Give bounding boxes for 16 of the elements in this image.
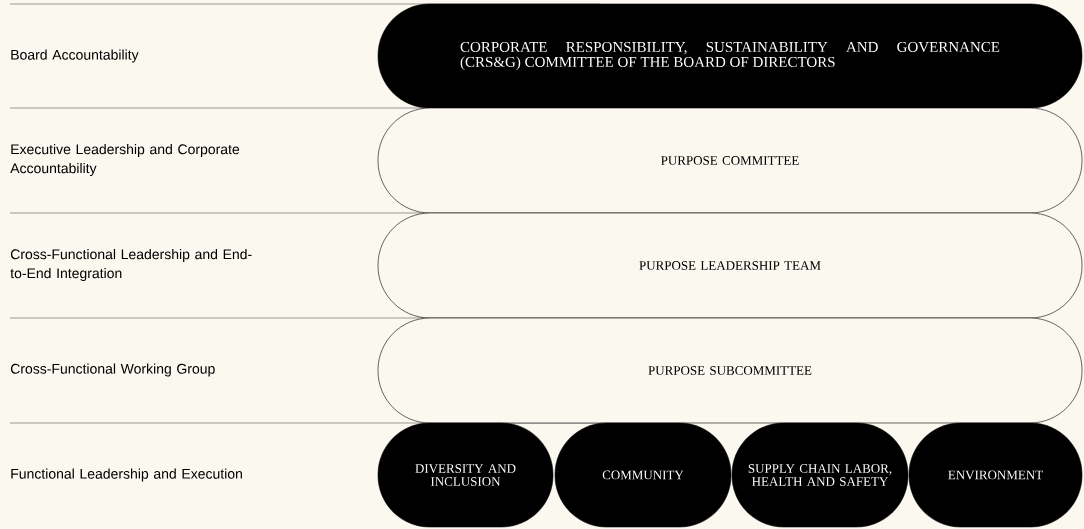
row-label: Board Accountability [11,49,139,63]
dark-pill: COMMUNITY [554,422,732,528]
node-label: PURPOSE LEADERSHIP TEAM [639,261,821,270]
pill: PURPOSE COMMITTEE [377,107,1083,214]
row-label: Functional Leadership and Execution [11,468,242,482]
node-label: PURPOSE COMMITTEE [661,156,799,165]
row-label: Cross-Functional Leadership and End-to-End Integration [10,248,252,281]
node-label: PURPOSE SUBCOMMITTEE [648,366,812,375]
row-label: Executive Leadership and Corporate Accountability [10,143,240,176]
dark-pill: CORPORATE RESPONSIBILITY, SUSTAINABILITY AND GOVERNANCE (CRS&G) COMMITTEE OF THE BOARD OF DIRECTORS [377,3,1083,109]
pill: PURPOSE LEADERSHIP TEAM [377,212,1083,319]
dark-pill: SUPPLY CHAIN LABOR, HEALTH AND SAFETY [731,422,909,528]
row-label: Cross-Functional Working Group [10,363,215,377]
pill: PURPOSE SUBCOMMITTEE [377,317,1083,424]
dark-pill: ENVIRONMENT [908,422,1083,528]
dark-pill: DIVERSITY AND INCLUSION [377,422,554,528]
